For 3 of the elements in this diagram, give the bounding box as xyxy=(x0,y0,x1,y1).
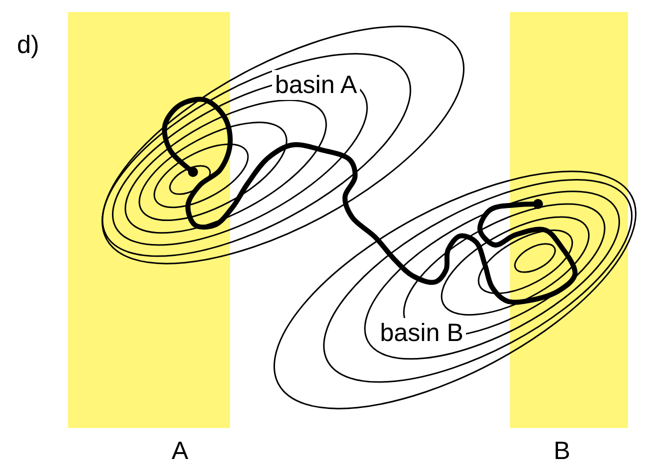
basin-label: basin A xyxy=(272,70,360,100)
band-label: A xyxy=(170,436,190,466)
band-label: B xyxy=(552,436,572,466)
